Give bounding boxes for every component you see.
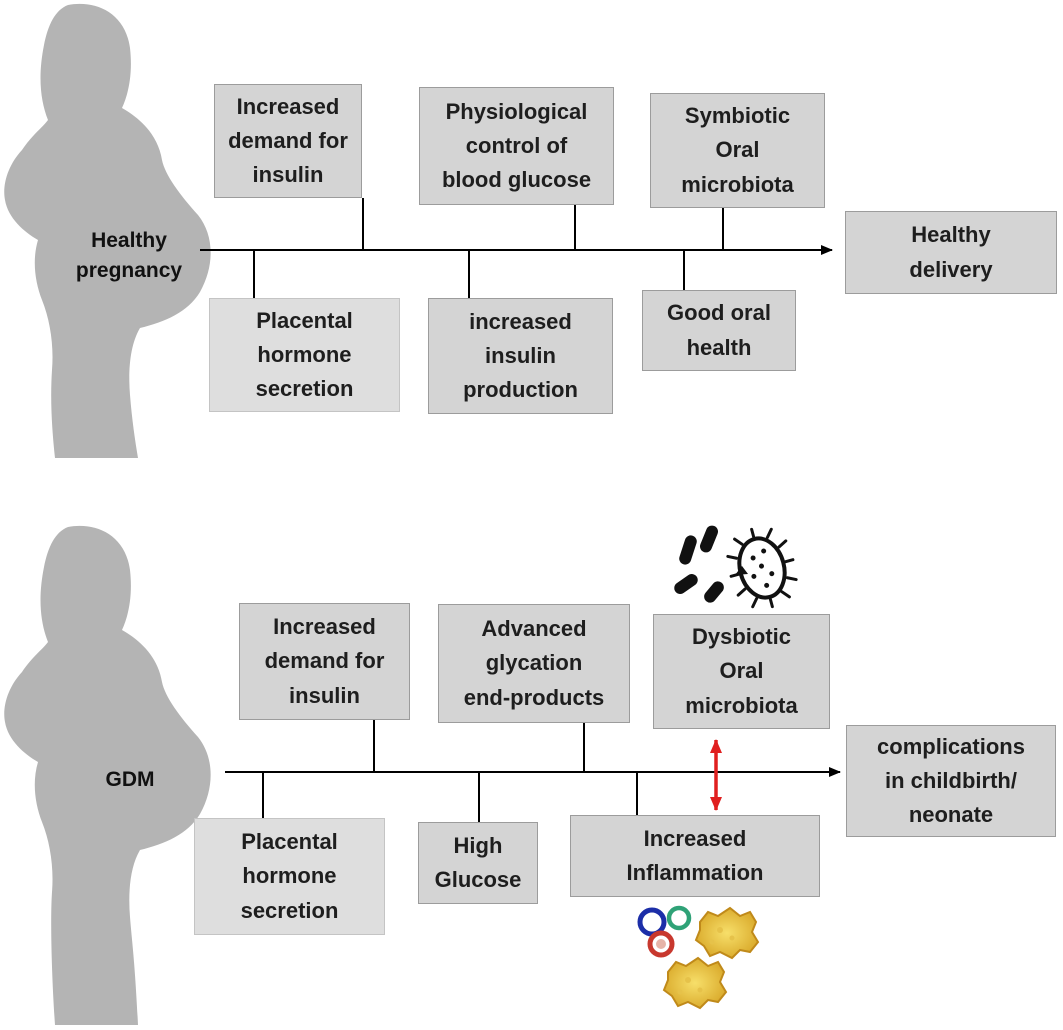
gdm-top-box-3: Dysbiotic Oral microbiota	[653, 614, 830, 729]
box-text: Healthy delivery	[909, 222, 993, 282]
box-text: Increased demand for insulin	[264, 614, 385, 708]
box-text: High Glucose	[434, 832, 522, 892]
healthy-pregnancy-label: Healthy pregnancy	[75, 229, 183, 283]
box-text: Placental hormone secretion	[240, 829, 339, 923]
box-text: Physiological control of blood glucose	[441, 98, 592, 193]
gdm-bottom-box-1: Placental hormone secretion	[194, 818, 385, 935]
immune-cells-icon	[637, 905, 760, 1010]
healthy-top-box-3: Symbiotic Oral microbiota	[650, 93, 825, 208]
box-text: Increased Inflammation	[626, 825, 764, 885]
gdm-top-box-2: Advanced glycation end-products	[438, 604, 630, 723]
box-text: Placental hormone secretion	[255, 307, 354, 402]
gdm-label: GDM	[105, 768, 155, 791]
healthy-bottom-box-2: increased insulin production	[428, 298, 613, 414]
healthy-bottom-box-3: Good oral health	[642, 290, 796, 371]
bacteria-icon	[674, 525, 798, 609]
box-text: increased insulin production	[463, 308, 578, 403]
healthy-bottom-box-1: Placental hormone secretion	[209, 298, 400, 412]
healthy-timeline	[200, 198, 833, 298]
box-text: Dysbiotic Oral microbiota	[685, 624, 798, 718]
box-text: complications in childbirth/ neonate	[877, 733, 1025, 828]
gdm-timeline	[225, 720, 841, 822]
box-text: Symbiotic Oral microbiota	[681, 103, 794, 197]
pregnant-woman-silhouette-icon	[4, 525, 211, 1025]
box-text: Good oral health	[667, 300, 771, 360]
pregnant-woman-silhouette-icon	[4, 3, 211, 459]
box-text: Advanced glycation end-products	[463, 616, 605, 710]
healthy-top-box-2: Physiological control of blood glucose	[419, 87, 614, 205]
gdm-bottom-box-3: Increased Inflammation	[570, 815, 820, 897]
healthy-outcome-box: Healthy delivery	[845, 211, 1057, 294]
gdm-bottom-box-2: High Glucose	[418, 822, 538, 904]
box-text: Increased demand for insulin	[228, 93, 348, 188]
healthy-top-box-1: Increased demand for insulin	[214, 84, 362, 198]
gdm-top-box-1: Increased demand for insulin	[239, 603, 410, 720]
gdm-outcome-box: complications in childbirth/ neonate	[846, 725, 1056, 837]
